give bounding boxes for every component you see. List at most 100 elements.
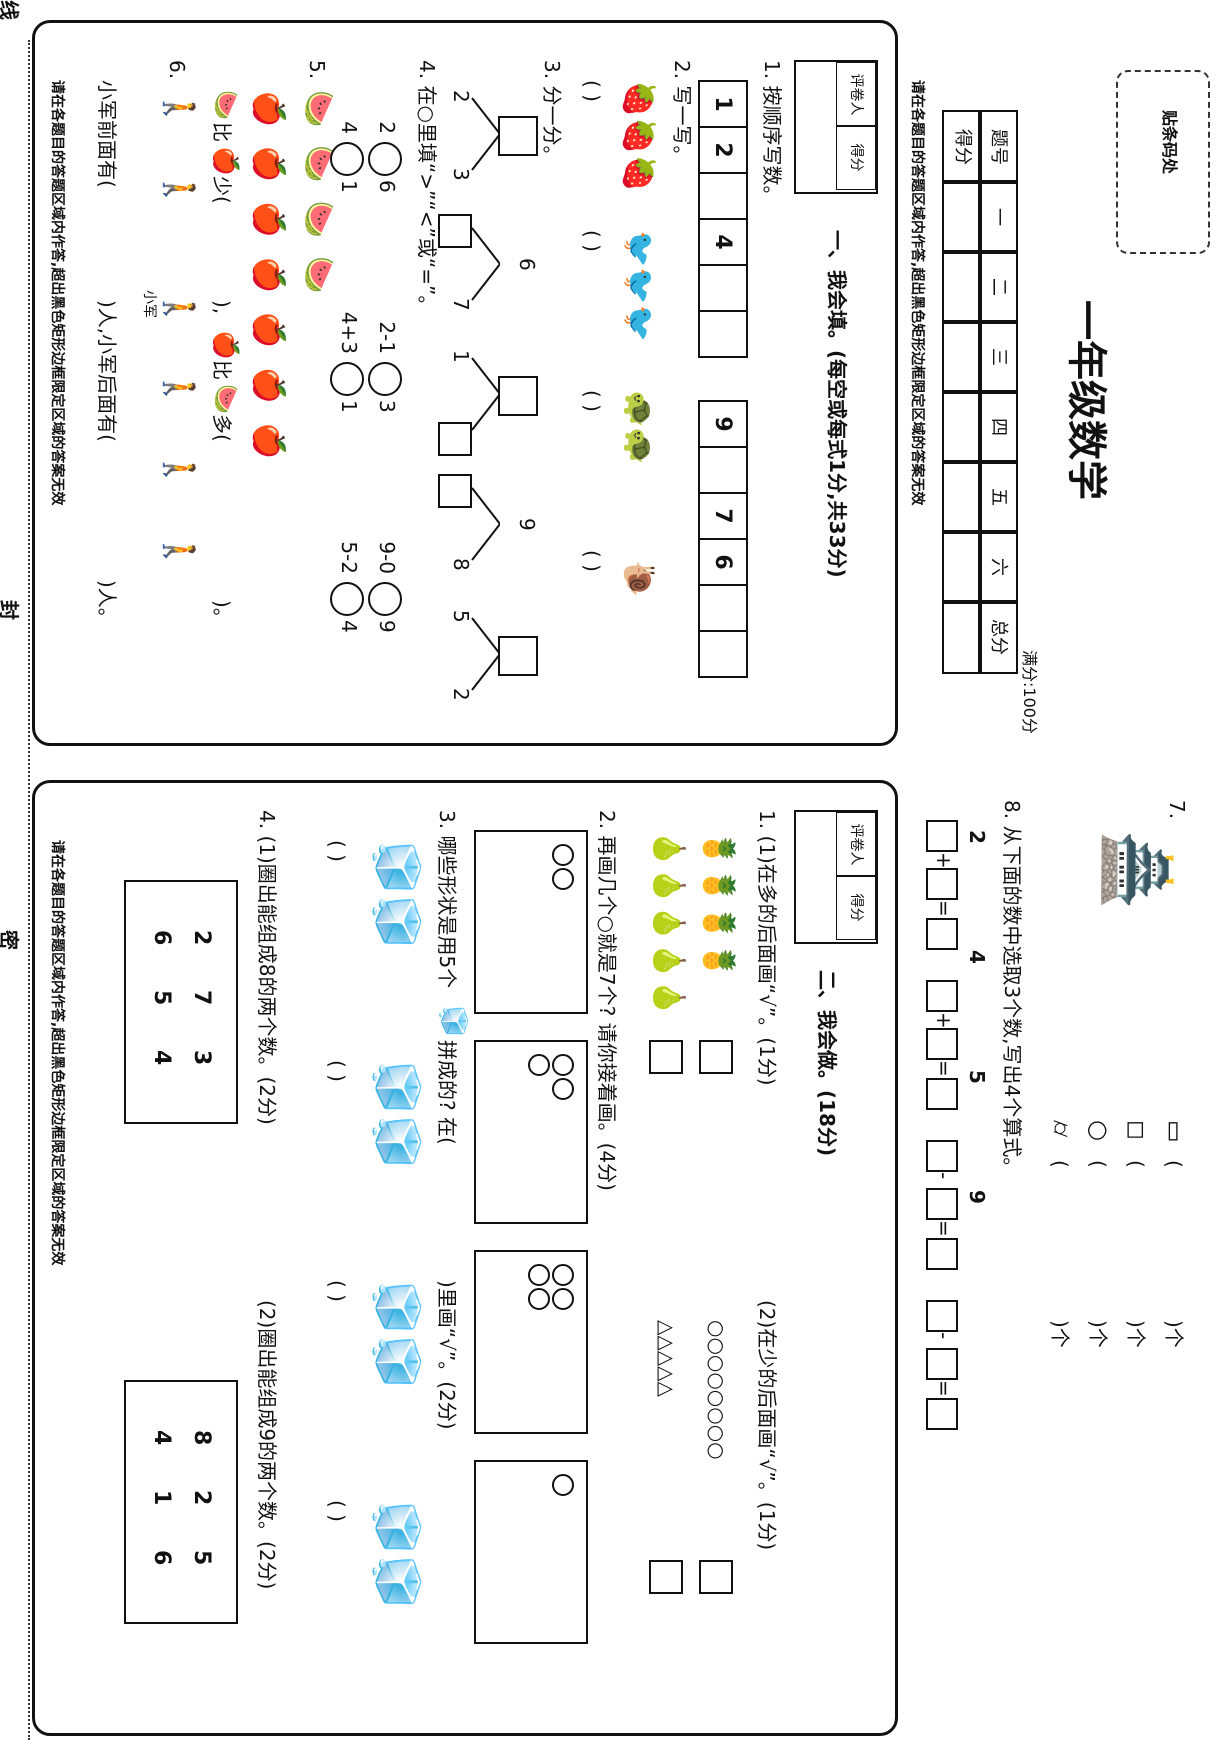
compare-circle[interactable] (368, 362, 402, 396)
q7-open: ( (1086, 1160, 1110, 1168)
eq-box[interactable] (926, 1398, 958, 1430)
number-blank[interactable] (698, 172, 748, 220)
score-col-cell[interactable] (942, 250, 982, 324)
compare-right: 9 (375, 620, 399, 633)
number-choice[interactable]: 5 (189, 1550, 214, 1566)
check-box-pineapple[interactable] (699, 1040, 733, 1074)
q8-number: 9 (965, 1190, 989, 1204)
check-box-circles[interactable] (699, 1560, 733, 1594)
eq-box[interactable] (926, 1140, 958, 1172)
number-cell: 6 (698, 538, 748, 586)
tree-right-number: 2 (449, 688, 473, 701)
section2-heading: 二、我会做。(18分) (815, 970, 839, 1157)
number-set-box (124, 880, 238, 1124)
eq-box[interactable] (926, 1348, 958, 1380)
tree-top-box[interactable] (498, 376, 538, 416)
eq-box[interactable] (926, 980, 958, 1012)
tree-top-number: 9 (515, 518, 539, 531)
eq-box[interactable] (926, 820, 958, 852)
compare-right: 6 (375, 180, 399, 193)
full-score: 满分:100分 (1020, 650, 1039, 734)
compare-circle[interactable] (368, 142, 402, 176)
tree-top-box[interactable] (498, 116, 538, 156)
score-table-score-label: 得分 (942, 110, 982, 184)
s2-q3-label-a: 3. 哪些形状是用5个 (435, 810, 459, 989)
tree-left-box[interactable] (438, 474, 472, 508)
score-col-head: 一 (978, 180, 1018, 254)
eq-box[interactable] (926, 868, 958, 900)
drawn-circle (528, 1054, 550, 1076)
q5-text-c: ), (210, 300, 234, 315)
number-choice[interactable]: 2 (189, 1490, 214, 1506)
cube-unit-icon: 🧊 (438, 1005, 468, 1038)
q2-blank-3[interactable]: ( ) (580, 390, 604, 412)
eq-box[interactable] (926, 1300, 958, 1332)
compare-circle[interactable] (330, 582, 364, 616)
tortoise-icon: 🐢🐢 (621, 390, 656, 465)
q7-suffix: )个 (1124, 1320, 1148, 1348)
score-col-cell[interactable] (942, 530, 982, 604)
s2-q3-label-b: 拼成的? 在( (435, 1040, 459, 1145)
number-blank[interactable] (698, 310, 748, 358)
s2-q2-label: 2. 再画几个○就是7个? 请你接着画。(4分) (595, 810, 619, 1191)
castle-blocks-icon: 🏯 (1099, 830, 1173, 910)
number-blank[interactable] (698, 264, 748, 312)
q2-blank-1[interactable]: ( ) (580, 80, 604, 102)
number-cell: 9 (698, 400, 748, 448)
number-choice[interactable]: 4 (149, 1430, 174, 1446)
score-col-cell[interactable] (942, 180, 982, 254)
compare-right: 1 (337, 400, 361, 413)
grader-reviewer: 评卷人 (836, 62, 876, 127)
eq-box[interactable] (926, 918, 958, 950)
eq-box[interactable] (926, 1028, 958, 1060)
tree-top-box[interactable] (498, 636, 538, 676)
seal-label-1: 线 (0, 0, 21, 20)
eq-box[interactable] (926, 1238, 958, 1270)
compare-circle[interactable] (330, 362, 364, 396)
drawn-circle (528, 1288, 550, 1310)
number-choice[interactable]: 2 (189, 930, 214, 946)
number-choice[interactable]: 8 (189, 1430, 214, 1446)
eq-equals: = (932, 1060, 956, 1077)
number-choice[interactable]: 3 (189, 1050, 214, 1066)
score-col-cell[interactable] (942, 320, 982, 394)
number-choice[interactable]: 4 (149, 1050, 174, 1066)
eq-equals: = (932, 1380, 956, 1397)
score-col-cell[interactable] (942, 460, 982, 534)
compare-circle[interactable] (330, 142, 364, 176)
score-col-cell[interactable] (942, 600, 982, 674)
number-blank[interactable] (698, 584, 748, 632)
seal-label-3: 密 (0, 930, 21, 950)
number-choice[interactable]: 7 (189, 990, 214, 1006)
check-box-triangles[interactable] (649, 1560, 683, 1594)
watermelon-row-icon: 🍉🍉🍉🍉 (301, 90, 336, 312)
bird-icon: 🐦🐦🐦 (621, 230, 656, 343)
cube-icon: ◻ (1123, 1120, 1151, 1140)
tree-right-number: 3 (449, 168, 473, 181)
circle-row: ○○○○○○○○ (705, 1320, 729, 1460)
number-choice[interactable]: 5 (149, 990, 174, 1006)
q2-blank-4[interactable]: ( ) (580, 550, 604, 572)
shape-check-blank[interactable]: ( ) (325, 1060, 349, 1082)
shape-check-blank[interactable]: ( ) (325, 840, 349, 862)
tree-right-box[interactable] (438, 422, 472, 456)
number-blank[interactable] (698, 630, 748, 678)
q2-blank-2[interactable]: ( ) (580, 230, 604, 252)
compare-left: 4 (337, 121, 361, 134)
number-choice[interactable]: 6 (149, 1550, 174, 1566)
shape-check-blank[interactable]: ( ) (325, 1280, 349, 1302)
number-choice[interactable]: 1 (149, 1490, 174, 1506)
eq-box[interactable] (926, 1078, 958, 1110)
eq-equals: = (932, 900, 956, 917)
tree-branches (471, 487, 500, 561)
tree-left-box[interactable] (438, 214, 472, 248)
eq-box[interactable] (926, 1188, 958, 1220)
shape-check-blank[interactable]: ( ) (325, 1500, 349, 1522)
tree-branches (471, 97, 500, 171)
number-blank[interactable] (698, 446, 748, 494)
score-col-cell[interactable] (942, 390, 982, 464)
compare-circle[interactable] (368, 582, 402, 616)
tree-branches (471, 227, 500, 301)
number-choice[interactable]: 6 (149, 930, 174, 946)
check-box-pear[interactable] (649, 1040, 683, 1074)
